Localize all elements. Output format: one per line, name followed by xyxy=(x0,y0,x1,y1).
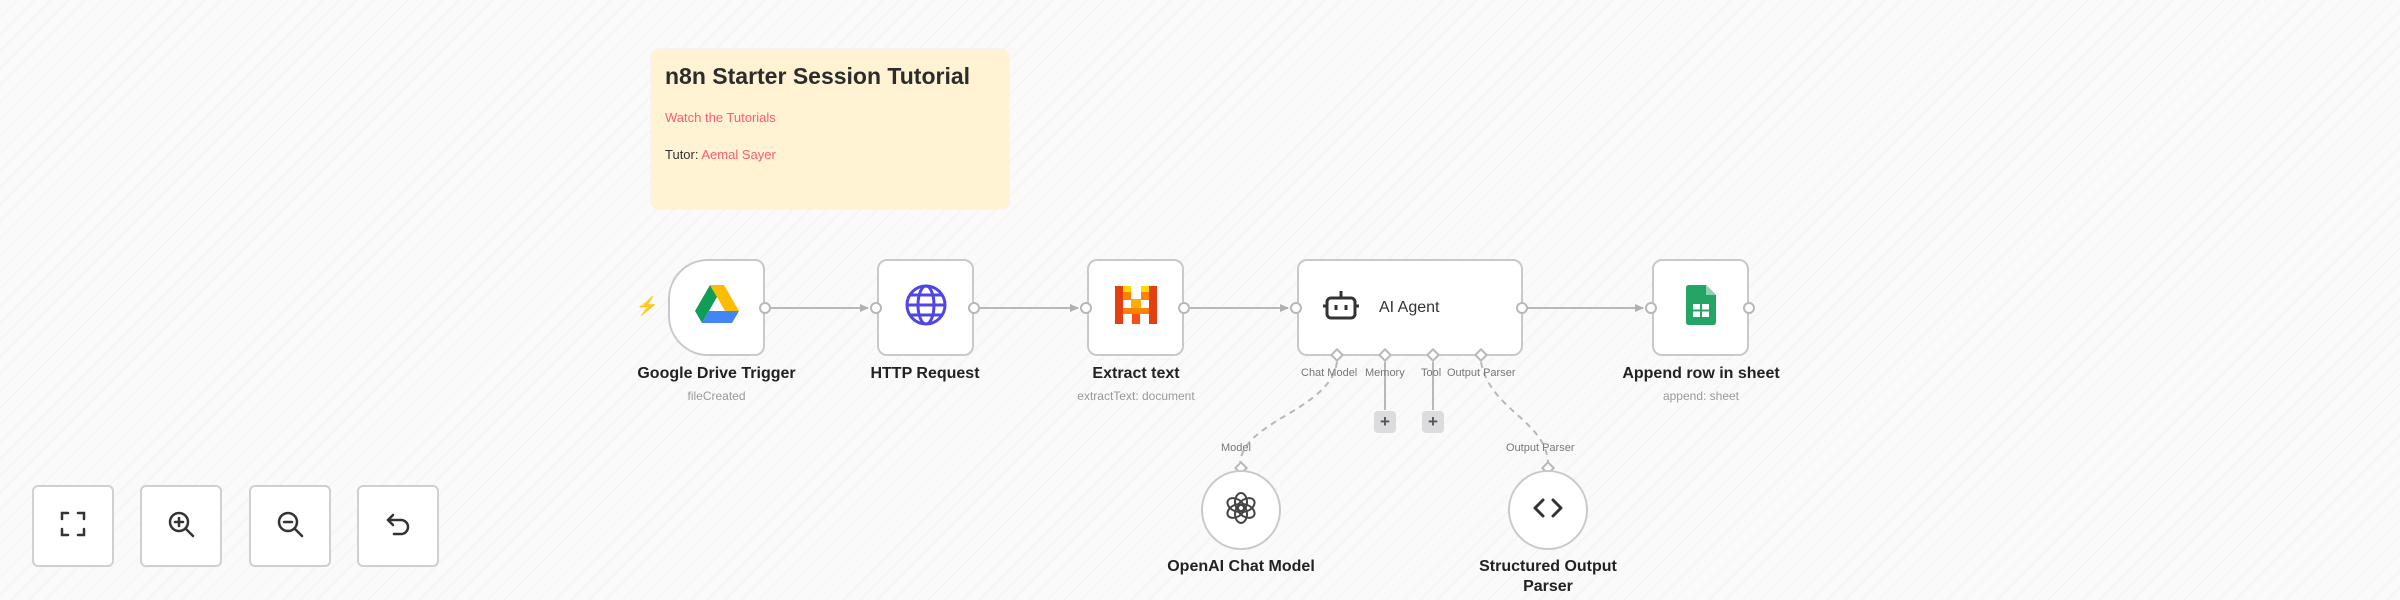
http-output-port[interactable] xyxy=(968,302,980,314)
node-title: Extract text xyxy=(1092,365,1180,382)
node-subtitle: fileCreated xyxy=(687,389,746,403)
connection-parser-to-agent[interactable] xyxy=(1480,361,1549,463)
zoom-in-icon xyxy=(167,510,195,543)
agent-input-port[interactable] xyxy=(1290,302,1302,314)
trigger-bolt-icon: ⚡ xyxy=(636,296,659,316)
globe-icon xyxy=(904,283,948,332)
tool-port-label: Tool xyxy=(1421,367,1442,379)
node-ai-agent[interactable]: AI Agent xyxy=(1297,259,1523,356)
undo-icon xyxy=(384,510,412,543)
node-append-row-in-sheet[interactable] xyxy=(1652,259,1749,356)
http-input-port[interactable] xyxy=(870,302,882,314)
add-memory-button[interactable]: + xyxy=(1374,411,1396,433)
node-title: OpenAI Chat Model xyxy=(1167,558,1315,575)
node-title: Google Drive Trigger xyxy=(637,365,796,382)
trigger-output-port[interactable] xyxy=(759,302,771,314)
fit-view-button[interactable] xyxy=(32,485,114,567)
robot-icon xyxy=(1323,288,1359,327)
zoom-out-button[interactable] xyxy=(249,485,331,567)
fit-view-icon xyxy=(59,510,87,543)
node-google-drive-trigger[interactable] xyxy=(668,259,765,356)
google-drive-icon xyxy=(694,285,739,330)
connection-model-to-agent[interactable] xyxy=(1239,361,1338,463)
memory-port-label: Memory xyxy=(1365,367,1405,379)
node-http-request[interactable] xyxy=(877,259,974,356)
node-title: HTTP Request xyxy=(870,365,980,382)
code-brackets-icon xyxy=(1533,496,1563,525)
node-title: Append row in sheet xyxy=(1622,365,1780,382)
node-structured-output-parser[interactable] xyxy=(1508,470,1588,550)
node-title-line2: Parser xyxy=(1523,578,1573,595)
add-tool-button[interactable]: + xyxy=(1422,411,1444,433)
tutor-name-link[interactable]: Aemal Sayer xyxy=(701,147,776,162)
extract-input-port[interactable] xyxy=(1080,302,1092,314)
zoom-in-button[interactable] xyxy=(140,485,222,567)
reset-zoom-button[interactable] xyxy=(357,485,439,567)
tutorials-link[interactable]: Watch the Tutorials xyxy=(665,110,776,125)
node-title: AI Agent xyxy=(1379,298,1440,316)
node-subtitle: extractText: document xyxy=(1077,389,1195,403)
openai-icon xyxy=(1224,491,1258,530)
node-openai-chat-model[interactable] xyxy=(1201,470,1281,550)
node-extract-text[interactable] xyxy=(1087,259,1184,356)
google-sheets-icon xyxy=(1685,285,1716,330)
sheet-input-port[interactable] xyxy=(1645,302,1657,314)
chat-model-port-label: Chat Model xyxy=(1301,367,1358,379)
zoom-out-icon xyxy=(276,510,304,543)
agent-output-port[interactable] xyxy=(1516,302,1528,314)
model-port-label: Model xyxy=(1221,442,1251,454)
output-parser-port-label: Output Parser xyxy=(1447,367,1516,379)
node-subtitle: append: sheet xyxy=(1662,389,1740,403)
mistral-icon xyxy=(1114,286,1157,329)
sub-connections[interactable] xyxy=(1239,361,1549,463)
sticky-note[interactable]: n8n Starter Session Tutorial Watch the T… xyxy=(651,49,1009,209)
sheet-output-port[interactable] xyxy=(1743,302,1755,314)
parser-port-label: Output Parser xyxy=(1506,442,1575,454)
extract-output-port[interactable] xyxy=(1178,302,1190,314)
node-title-line1: Structured Output xyxy=(1479,558,1617,575)
sticky-title: n8n Starter Session Tutorial xyxy=(665,63,971,89)
tutor-prefix: Tutor: xyxy=(665,147,702,162)
